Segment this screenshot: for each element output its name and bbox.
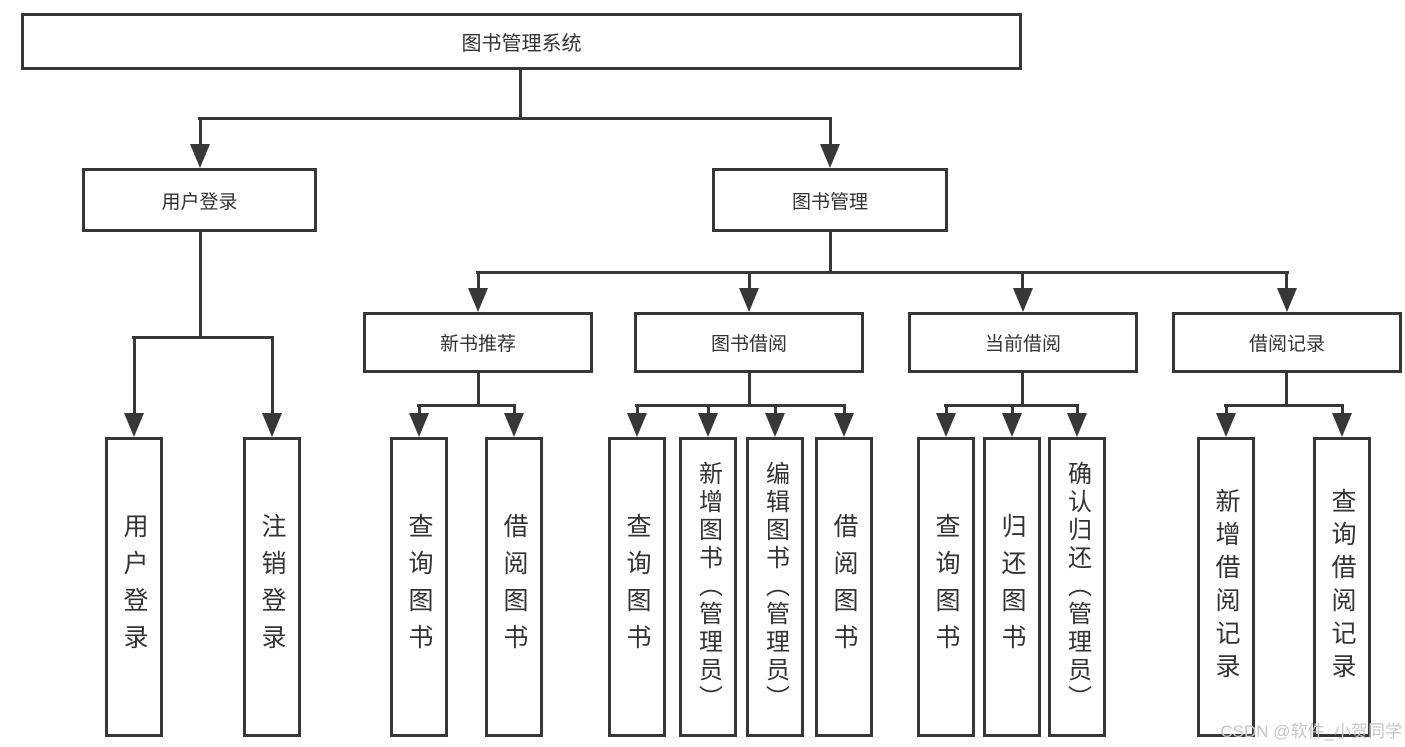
node-label: 查询图书 (623, 513, 651, 661)
leaf-edit-books-admin: 编辑图书（管理员） (746, 437, 804, 737)
connector-line (1076, 404, 1079, 418)
leaf-query-books-borrow: 查询图书 (608, 437, 666, 737)
csdn-watermark: CSDN @软件_小贺同学 (1220, 722, 1402, 741)
node-borrowing-records: 借阅记录 (1172, 312, 1402, 373)
leaf-return-books: 归还图书 (983, 437, 1041, 737)
connector-line (133, 336, 136, 418)
arrow-head (627, 413, 647, 437)
node-label: 用户登录 (120, 513, 148, 661)
arrow-head (1277, 288, 1297, 312)
connector-line (198, 117, 832, 120)
connector-line (1225, 404, 1228, 418)
node-label: 图书管理 (791, 191, 868, 213)
connector-line (1224, 404, 1344, 407)
arrow-head (1002, 413, 1022, 437)
node-label: 注销登录 (258, 513, 286, 661)
connector-line (636, 404, 639, 418)
node-library-management-system: 图书管理系统 (21, 13, 1022, 70)
connector-line (1285, 271, 1288, 293)
connector-line (829, 232, 832, 274)
connector-line (774, 404, 777, 418)
connector-line (748, 271, 751, 293)
leaf-borrow-books: 借阅图书 (815, 437, 873, 737)
connector-line (519, 70, 522, 118)
node-book-management: 图书管理 (712, 168, 948, 232)
arrow-head (409, 413, 429, 437)
arrow-head (820, 144, 840, 168)
connector-line (1021, 373, 1024, 407)
node-label: 新增图书（管理员） (694, 461, 722, 713)
leaf-query-borrow-record: 查询借阅记录 (1313, 437, 1371, 737)
connector-line (707, 404, 710, 418)
arrow-head (124, 413, 144, 437)
connector-line (199, 232, 202, 339)
connector-line (829, 117, 832, 150)
node-label: 用户登录 (161, 191, 238, 213)
node-label: 图书借阅 (710, 334, 787, 355)
arrow-head (936, 413, 956, 437)
leaf-borrow-books-recommend: 借阅图书 (485, 437, 543, 737)
connector-line (945, 404, 948, 418)
connector-line (199, 117, 202, 150)
arrow-head (834, 413, 854, 437)
leaf-confirm-return-admin: 确认归还（管理员） (1048, 437, 1106, 737)
node-label: 当前借阅 (984, 334, 1061, 355)
node-label: 新增借阅记录 (1212, 488, 1240, 686)
connector-line (748, 373, 751, 407)
arrow-head (1332, 413, 1352, 437)
connector-line (477, 373, 480, 407)
node-book-borrowing: 图书借阅 (634, 312, 864, 373)
node-label: 编辑图书（管理员） (761, 461, 789, 713)
arrow-head (739, 288, 759, 312)
arrow-head (1067, 413, 1087, 437)
node-new-book-recommendation: 新书推荐 (363, 312, 593, 373)
connector-line (132, 336, 274, 339)
connector-line (417, 404, 516, 407)
arrow-head (468, 288, 488, 312)
node-label: 新书推荐 (439, 334, 516, 355)
connector-line (1021, 271, 1024, 293)
leaf-query-books-current: 查询图书 (917, 437, 975, 737)
leaf-logout: 注销登录 (243, 437, 301, 737)
connector-line (1011, 404, 1014, 418)
arrow-head (698, 413, 718, 437)
connector-line (271, 336, 274, 418)
arrow-head (1216, 413, 1236, 437)
connector-line (1341, 404, 1344, 418)
leaf-query-books-recommend: 查询图书 (390, 437, 448, 737)
node-user-login: 用户登录 (82, 168, 317, 232)
arrow-head (765, 413, 785, 437)
connector-line (477, 271, 480, 293)
node-label: 借阅图书 (500, 513, 528, 661)
leaf-add-books-admin: 新增图书（管理员） (679, 437, 737, 737)
node-label: 查询借阅记录 (1328, 488, 1356, 686)
arrow-head (262, 413, 282, 437)
node-label: 归还图书 (998, 513, 1026, 661)
connector-line (843, 404, 846, 418)
node-label: 确认归还（管理员） (1063, 461, 1091, 713)
connector-line (513, 404, 516, 418)
node-label: 借阅图书 (830, 513, 858, 661)
leaf-add-borrow-record: 新增借阅记录 (1197, 437, 1255, 737)
arrow-head (1013, 288, 1033, 312)
connector-line (418, 404, 421, 418)
connector-line (1285, 373, 1288, 407)
arrow-head (504, 413, 524, 437)
node-label: 图书管理系统 (461, 33, 582, 55)
connector-line (476, 271, 1289, 274)
node-label: 借阅记录 (1248, 334, 1325, 355)
node-label: 查询图书 (405, 513, 433, 661)
arrow-head (190, 144, 210, 168)
node-current-borrowing: 当前借阅 (908, 312, 1138, 373)
node-label: 查询图书 (932, 513, 960, 661)
leaf-user-login: 用户登录 (105, 437, 163, 737)
connector-line (635, 404, 846, 407)
